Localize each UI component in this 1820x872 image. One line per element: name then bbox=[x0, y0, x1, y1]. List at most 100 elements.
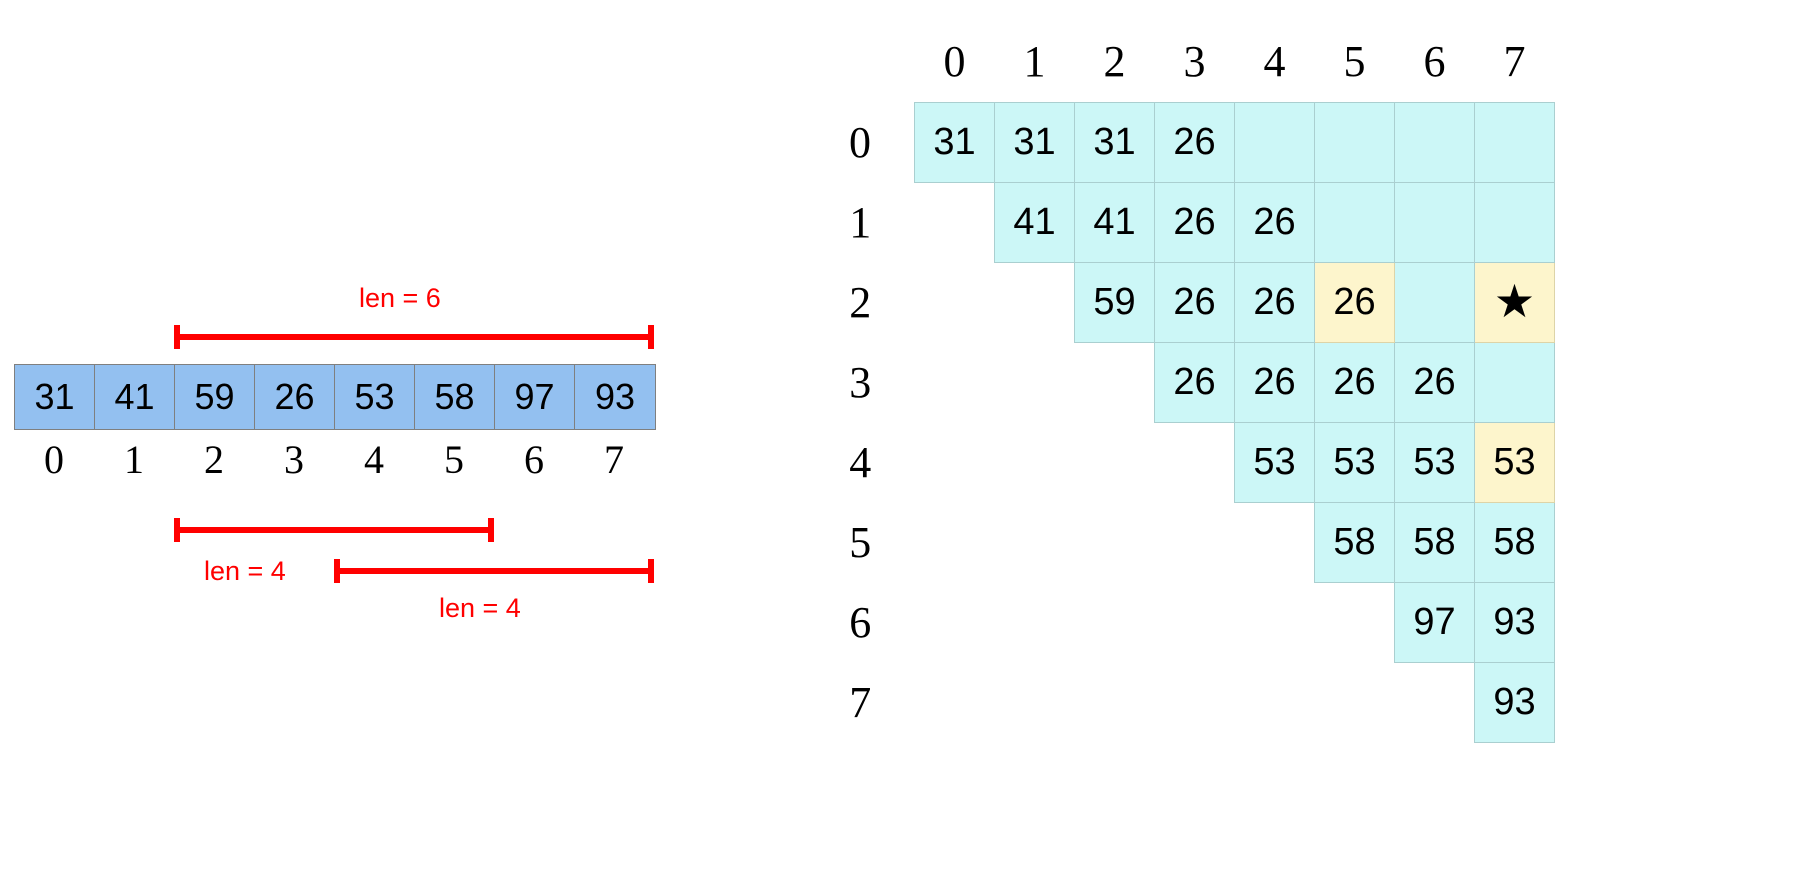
dp-cell-highlighted[interactable]: 26 bbox=[1314, 261, 1395, 343]
bracket-end-cap-right bbox=[648, 325, 654, 349]
dp-cell[interactable]: 53 bbox=[1314, 421, 1395, 503]
dp-cell[interactable]: 26 bbox=[1234, 261, 1315, 343]
array-cell: 31 bbox=[15, 365, 95, 429]
bracket-end-cap-left bbox=[174, 325, 180, 349]
dp-cell[interactable]: 58 bbox=[1474, 501, 1555, 583]
dp-row-header: 6 bbox=[849, 597, 872, 647]
dp-cell[interactable]: 58 bbox=[1314, 501, 1395, 583]
array-cell: 41 bbox=[95, 365, 175, 429]
dp-cell[interactable]: 31 bbox=[1074, 101, 1155, 183]
dp-row-header: 7 bbox=[849, 677, 872, 727]
dp-cell[interactable]: 53 bbox=[1234, 421, 1315, 503]
bracket-end-cap-left bbox=[174, 518, 180, 542]
dp-cell-blank bbox=[1155, 502, 1235, 582]
array-index-label: 4 bbox=[364, 437, 384, 482]
dp-cell-blank bbox=[1075, 582, 1155, 662]
bracket-end-cap-right bbox=[648, 559, 654, 583]
dp-cell[interactable]: 31 bbox=[994, 101, 1075, 183]
bracket-end-cap-right bbox=[488, 518, 494, 542]
dp-cell-blank bbox=[995, 422, 1075, 502]
dp-cell-blank bbox=[995, 662, 1075, 742]
dp-cell[interactable]: 93 bbox=[1474, 661, 1555, 743]
dp-cell[interactable] bbox=[1394, 101, 1475, 183]
dp-cell[interactable]: 31 bbox=[914, 101, 995, 183]
array-index-label: 5 bbox=[444, 437, 464, 482]
dp-row-header: 3 bbox=[849, 357, 872, 407]
dp-cell-highlighted[interactable]: 53 bbox=[1474, 421, 1555, 503]
dp-row-header: 1 bbox=[849, 197, 872, 247]
dp-cell-blank bbox=[1235, 662, 1315, 742]
dp-cell[interactable]: 93 bbox=[1474, 581, 1555, 663]
dp-cell[interactable] bbox=[1394, 261, 1475, 343]
dp-cell-blank bbox=[1155, 662, 1235, 742]
dp-column-header: 1 bbox=[1023, 37, 1046, 87]
dp-column-header: 5 bbox=[1343, 37, 1366, 87]
dp-row-header: 2 bbox=[849, 277, 872, 327]
dp-cell-blank bbox=[1155, 422, 1235, 502]
dp-cell[interactable]: 59 bbox=[1074, 261, 1155, 343]
dp-cell[interactable]: 53 bbox=[1394, 421, 1475, 503]
dp-cell-highlighted[interactable]: ★ bbox=[1474, 261, 1555, 343]
dp-cell[interactable]: 26 bbox=[1394, 341, 1475, 423]
bracket-label: len = 4 bbox=[204, 556, 286, 586]
dp-cell[interactable]: 41 bbox=[994, 181, 1075, 263]
dp-cell-blank bbox=[1315, 582, 1395, 662]
dp-cell[interactable]: 26 bbox=[1154, 101, 1235, 183]
bracket-bar bbox=[174, 527, 494, 533]
dp-cell[interactable]: 26 bbox=[1234, 181, 1315, 263]
dp-cell-blank bbox=[1155, 582, 1235, 662]
dp-cell[interactable] bbox=[1234, 101, 1315, 183]
dp-row-header: 5 bbox=[849, 517, 872, 567]
bracket-bar bbox=[334, 568, 654, 574]
dp-cell[interactable]: 26 bbox=[1154, 261, 1235, 343]
star-icon: ★ bbox=[1493, 274, 1536, 327]
dp-cell[interactable] bbox=[1474, 341, 1555, 423]
dp-cell-blank bbox=[1075, 662, 1155, 742]
dp-cell-blank bbox=[1075, 342, 1155, 422]
dp-cell-blank bbox=[915, 662, 995, 742]
dp-matrix-corner bbox=[820, 22, 915, 102]
array-index-label: 0 bbox=[44, 437, 64, 482]
dp-cell-blank bbox=[995, 502, 1075, 582]
dp-cell-blank bbox=[995, 582, 1075, 662]
dp-column-header: 7 bbox=[1503, 37, 1526, 87]
dp-cell[interactable]: 97 bbox=[1394, 581, 1475, 663]
dp-cell-blank bbox=[1075, 422, 1155, 502]
dp-cell[interactable] bbox=[1314, 181, 1395, 263]
bracket-end-cap-left bbox=[334, 559, 340, 583]
dp-cell-blank bbox=[995, 262, 1075, 342]
dp-cell-blank bbox=[1395, 662, 1475, 742]
dp-column-header: 0 bbox=[943, 37, 966, 87]
dp-cell[interactable] bbox=[1474, 101, 1555, 183]
dp-cell[interactable]: 26 bbox=[1314, 341, 1395, 423]
dp-cell[interactable] bbox=[1314, 101, 1395, 183]
bracket-label: len = 4 bbox=[439, 593, 521, 623]
dp-cell-blank bbox=[1235, 582, 1315, 662]
dp-cell-blank bbox=[1075, 502, 1155, 582]
dp-cell[interactable]: 26 bbox=[1234, 341, 1315, 423]
dp-cell[interactable]: 26 bbox=[1154, 341, 1235, 423]
dp-cell[interactable] bbox=[1394, 181, 1475, 263]
dp-cell[interactable]: 41 bbox=[1074, 181, 1155, 263]
dp-cell[interactable]: 26 bbox=[1154, 181, 1235, 263]
dp-row-header: 0 bbox=[849, 117, 871, 167]
dp-cell[interactable]: 58 bbox=[1394, 501, 1475, 583]
dp-cell-blank bbox=[915, 422, 995, 502]
dp-column-header: 6 bbox=[1423, 37, 1446, 87]
bracket-bar bbox=[174, 334, 654, 340]
dp-cell-blank bbox=[915, 342, 995, 422]
array-index-label: 1 bbox=[124, 437, 144, 482]
dp-column-header: 2 bbox=[1103, 37, 1126, 87]
array-cell: 26 bbox=[255, 365, 335, 429]
dp-cell[interactable] bbox=[1474, 181, 1555, 263]
